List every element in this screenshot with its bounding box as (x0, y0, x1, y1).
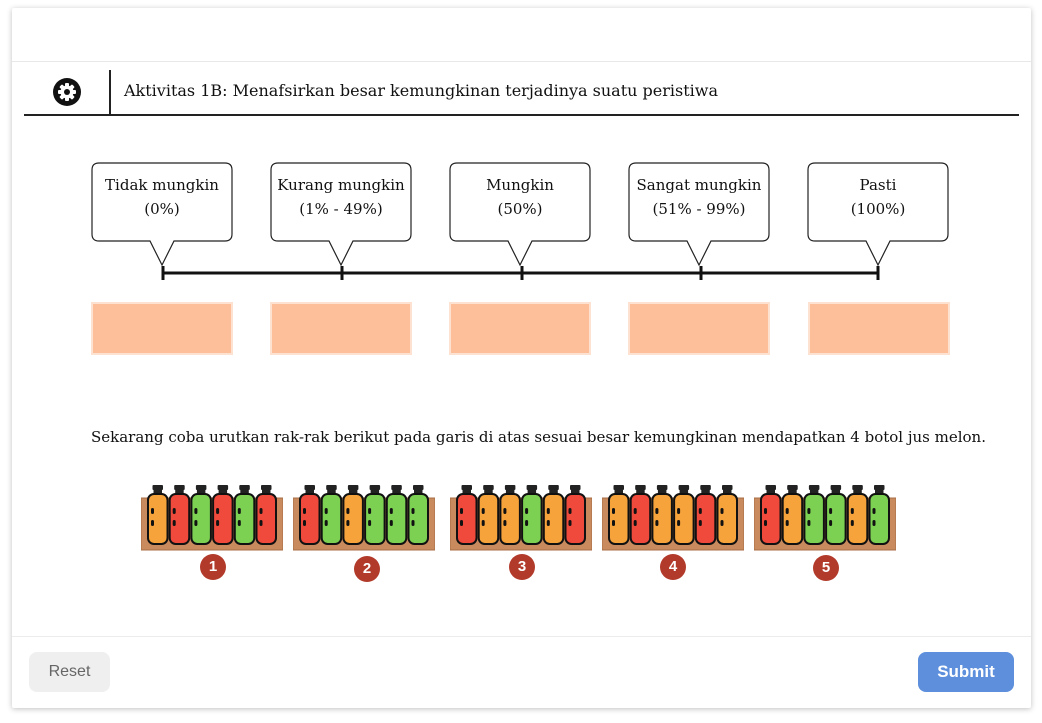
scale-range: (100%) (850, 200, 906, 218)
bottle-orange (608, 485, 630, 545)
scale-range: (50%) (497, 200, 543, 218)
drop-zone-5[interactable] (808, 302, 950, 355)
gear-icon (53, 78, 81, 106)
bottle-rack-graphic (140, 485, 284, 551)
bottle-rack-graphic (449, 485, 593, 551)
bottle-melon (320, 485, 343, 545)
bottle-orange (781, 485, 804, 545)
scale-label: Pasti (859, 176, 897, 194)
footer-divider (12, 636, 1031, 637)
bottle-melon (803, 485, 825, 545)
scale-label: Mungkin (486, 176, 554, 194)
header-divider (109, 70, 111, 114)
rack-number-badge: 2 (354, 556, 380, 582)
bottle-orange (542, 485, 565, 545)
rack-number-badge: 1 (200, 554, 226, 580)
probability-timeline (161, 266, 880, 280)
bottle-rack-graphic (753, 485, 897, 551)
bottle-red (564, 485, 586, 545)
rack-number-badge: 4 (660, 554, 686, 580)
scale-bubble-tidak-mungkin: Tidak mungkin (0%) (91, 162, 233, 266)
scale-range: (51% - 99%) (652, 200, 746, 218)
bottle-melon (825, 485, 847, 545)
rack-number-badge: 3 (509, 554, 535, 580)
scale-range: (0%) (144, 200, 180, 218)
drop-zone-4[interactable] (628, 302, 770, 355)
activity-title: Aktivitas 1B: Menafsirkan besar kemungki… (124, 81, 718, 100)
bottle-orange (716, 485, 738, 545)
rack-3[interactable] (449, 482, 593, 552)
bottle-red (629, 485, 652, 545)
scale-bubble-kurang-mungkin: Kurang mungkin (1% - 49%) (270, 162, 412, 266)
activity-header: Aktivitas 1B: Menafsirkan besar kemungki… (24, 70, 1019, 116)
drop-zone-3[interactable] (449, 302, 591, 355)
bottle-orange (477, 485, 500, 545)
bottle-orange (846, 485, 869, 545)
reset-button[interactable]: Reset (29, 652, 110, 692)
bottle-melon (407, 485, 429, 545)
scale-bubble-mungkin: Mungkin (50%) (449, 162, 591, 266)
submit-button[interactable]: Submit (918, 652, 1014, 692)
bottle-rack-graphic (601, 485, 745, 551)
scale-bubble-pasti: Pasti (100%) (807, 162, 949, 266)
bottle-red (212, 485, 234, 545)
rack-number-badge: 5 (813, 555, 839, 581)
drop-zone-2[interactable] (270, 302, 412, 355)
bottle-melon (385, 485, 408, 545)
bottle-red (760, 485, 782, 545)
bottle-orange (147, 485, 169, 545)
scale-label: Tidak mungkin (105, 176, 219, 194)
rack-4[interactable] (601, 482, 745, 552)
bottle-melon (190, 485, 212, 545)
bottle-red (255, 485, 277, 545)
bottle-red (168, 485, 191, 545)
bottle-melon (233, 485, 256, 545)
bottle-orange (342, 485, 364, 545)
rack-5[interactable] (753, 482, 897, 552)
scale-range: (1% - 49%) (299, 200, 383, 218)
bottle-red (694, 485, 717, 545)
bottle-orange (673, 485, 695, 545)
bottle-red (299, 485, 321, 545)
bottle-orange (499, 485, 521, 545)
activity-card: Aktivitas 1B: Menafsirkan besar kemungki… (12, 8, 1031, 708)
bottle-melon (868, 485, 890, 545)
bottle-rack-graphic (292, 485, 436, 551)
scale-label: Kurang mungkin (277, 176, 405, 194)
scale-label: Sangat mungkin (636, 176, 762, 194)
bottle-melon (364, 485, 386, 545)
instruction-text: Sekarang coba urutkan rak-rak berikut pa… (91, 428, 986, 446)
bottle-red (456, 485, 478, 545)
bottle-melon (521, 485, 543, 545)
rack-1[interactable] (140, 482, 284, 552)
rack-2[interactable] (292, 482, 436, 552)
bottle-orange (651, 485, 673, 545)
top-divider (12, 61, 1031, 62)
scale-bubble-sangat-mungkin: Sangat mungkin (51% - 99%) (628, 162, 770, 266)
drop-zone-1[interactable] (91, 302, 233, 355)
